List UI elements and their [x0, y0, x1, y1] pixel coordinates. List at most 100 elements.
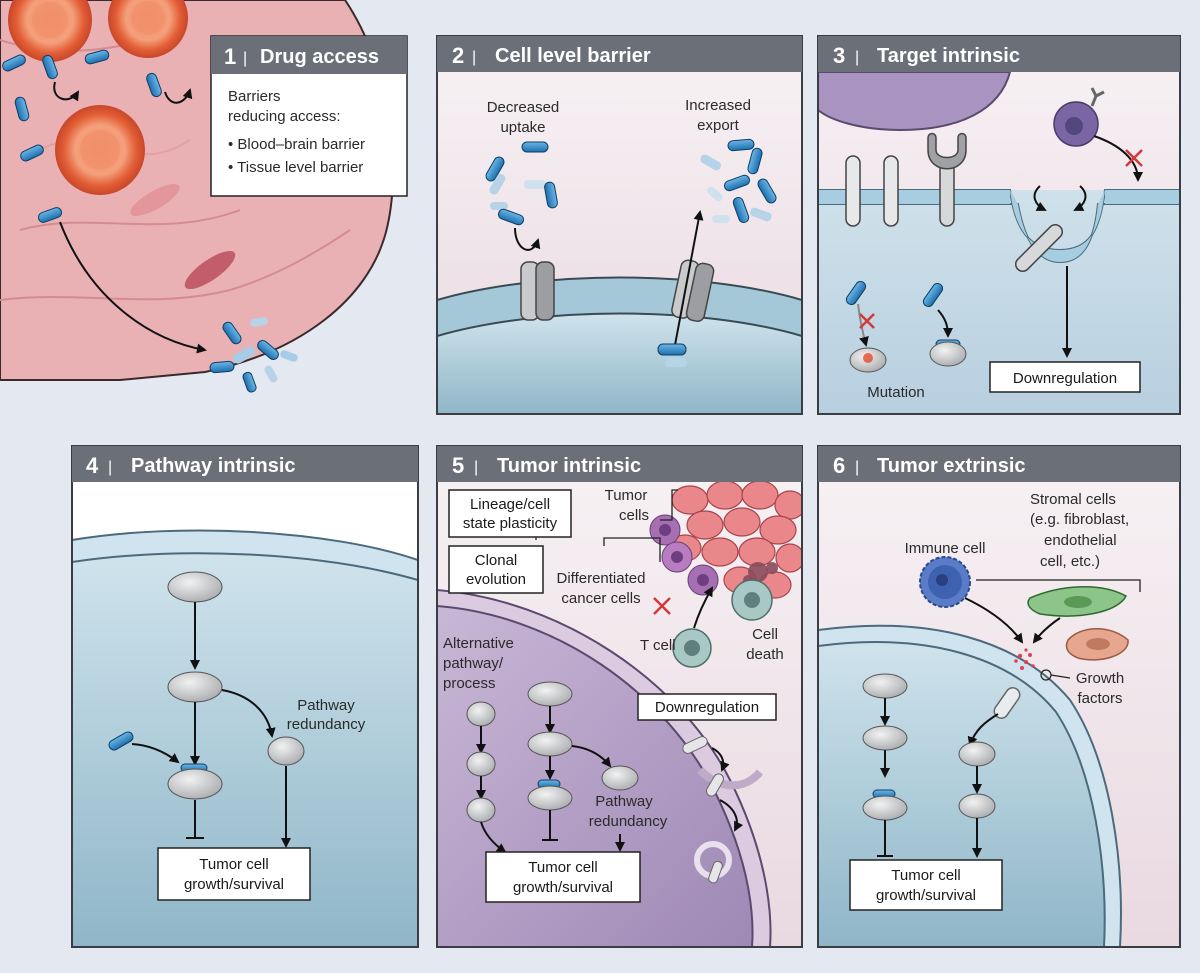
- decreased-uptake-label-2: uptake: [500, 119, 545, 136]
- pathway-node: [167, 571, 223, 603]
- drug-molecule: [42, 54, 58, 80]
- tumor-growth-label-2: growth/survival: [184, 876, 284, 893]
- stromal-cells-label: Stromal cells: [1030, 491, 1116, 508]
- decreased-uptake-label: Decreased: [487, 99, 560, 116]
- header-divider: |: [108, 459, 112, 476]
- panel-5-title: Tumor intrinsic: [497, 455, 641, 477]
- panel-2-header: [437, 36, 802, 72]
- extravasated-drug-cluster: [209, 317, 298, 393]
- blocked-x-icon: [653, 597, 671, 615]
- t-cell-label: T cell: [640, 637, 676, 654]
- downregulation-box: [989, 361, 1141, 393]
- tumor-growth-label: Tumor cell: [199, 856, 268, 873]
- panel-6-header: [818, 446, 1180, 482]
- panel-1-drug-access: 1 | Drug access Barriers reducing access…: [0, 0, 408, 393]
- panel-2-cell-level-barrier: 2 | Cell level barrier Decreased uptake …: [436, 35, 803, 415]
- barrier-bbb: • Blood–brain barrier: [228, 136, 365, 153]
- receptor: [845, 155, 861, 227]
- pathway-node: [466, 797, 496, 823]
- panel-1-header: [211, 36, 407, 74]
- immune-cell-label: Immune cell: [905, 540, 986, 557]
- pathway-node: [527, 731, 573, 757]
- pathway-redundancy-label-2: redundancy: [589, 813, 668, 830]
- panel-6-title: Tumor extrinsic: [877, 455, 1026, 477]
- pathway-redundancy-label-2: redundancy: [287, 716, 366, 733]
- clonal-evolution-label: Clonal: [475, 552, 518, 569]
- panel-3-header: [818, 36, 1180, 72]
- panel-3-target-intrinsic: 3 | Target intrinsic Mutation Downregula…: [817, 35, 1181, 415]
- target-node: [167, 768, 223, 800]
- differentiated-cells-label-2: cancer cells: [561, 590, 640, 607]
- tumor-cells-label-2: cells: [619, 507, 649, 524]
- increased-export-label-2: export: [697, 117, 740, 134]
- tumor-growth-label-2: growth/survival: [513, 879, 613, 896]
- redundant-node: [601, 765, 639, 791]
- tumor-cells-label: Tumor: [605, 487, 648, 504]
- header-divider: |: [472, 49, 476, 66]
- membrane-receptor: [993, 687, 1021, 719]
- header-divider: |: [474, 459, 478, 476]
- mutation-label: Mutation: [867, 384, 925, 401]
- blocked-x-icon: [859, 313, 875, 329]
- clonal-evolution-label-2: evolution: [466, 571, 526, 588]
- fibroblast-cell: [1027, 586, 1127, 617]
- plasticity-label-2: state plasticity: [463, 515, 558, 532]
- endothelial-cell: [1065, 628, 1129, 661]
- plasticity-box: [448, 489, 572, 538]
- panel-4-title: Pathway intrinsic: [131, 455, 296, 477]
- panel-3-title: Target intrinsic: [877, 45, 1020, 67]
- panel-1-title: Drug access: [260, 46, 379, 68]
- alternative-pathway-label-3: process: [443, 675, 496, 692]
- cell-death-label: Cell: [752, 626, 778, 643]
- growth-factors: [1014, 648, 1035, 670]
- panel-2-title: Cell level barrier: [495, 45, 651, 67]
- stromal-cells-label-4: cell, etc.): [1040, 553, 1100, 570]
- barrier-tissue: • Tissue level barrier: [228, 159, 363, 176]
- barriers-intro-line2: reducing access:: [228, 108, 341, 125]
- barriers-intro-line1: Barriers: [228, 88, 281, 105]
- red-blood-cell: [55, 105, 145, 195]
- t-cell: [672, 628, 712, 668]
- panel-1-info-box: 1 | Drug access Barriers reducing access…: [210, 35, 408, 197]
- panel-5-header: [437, 446, 802, 482]
- target-protein: [929, 341, 967, 367]
- extravasation-arrow: [59, 221, 207, 354]
- header-divider: |: [855, 459, 859, 476]
- pathway-node: [527, 681, 573, 707]
- drug-molecule: [37, 207, 63, 223]
- immune-cell: [919, 556, 971, 608]
- tumor-growth-label: Tumor cell: [891, 867, 960, 884]
- pathway-node: [466, 701, 496, 727]
- purple-immune-cell: [1053, 87, 1105, 147]
- pathway-node: [466, 751, 496, 777]
- blocked-x-icon: [1125, 149, 1143, 167]
- stromal-cells-label-2: (e.g. fibroblast,: [1030, 511, 1129, 528]
- tumor-growth-label-2: growth/survival: [876, 887, 976, 904]
- target-node: [527, 785, 573, 811]
- tumor-growth-box: [485, 851, 641, 903]
- growth-factors-label-2: factors: [1077, 690, 1122, 707]
- downregulation-label: Downregulation: [1013, 370, 1117, 387]
- panel-4-pathway-intrinsic: 4 | Pathway intrinsic Pathway redundancy…: [71, 445, 419, 948]
- differentiated-cells-label: Differentiated: [557, 570, 646, 587]
- growth-factors-label: Growth: [1076, 670, 1124, 687]
- panel-6-number: 6: [833, 453, 845, 478]
- header-divider: |: [243, 50, 247, 67]
- drug-molecule: [20, 144, 44, 162]
- panel-4-number: 4: [86, 453, 99, 478]
- drug-molecule: [84, 49, 110, 65]
- internalized-receptor: [1014, 223, 1064, 273]
- inhibitor-drug: [108, 731, 134, 751]
- downregulation-label: Downregulation: [655, 699, 759, 716]
- pathway-node: [958, 741, 996, 767]
- pathway-node: [167, 671, 223, 703]
- target-node: [862, 795, 908, 821]
- tumor-growth-box: [157, 847, 311, 901]
- pathway-redundancy-label: Pathway: [595, 793, 653, 810]
- panel-4-header: [72, 446, 418, 482]
- panel-1-number: 1: [224, 44, 236, 69]
- rbc-shadow: [184, 250, 236, 290]
- increased-export-label: Increased: [685, 97, 751, 114]
- red-blood-cell: [108, 0, 188, 58]
